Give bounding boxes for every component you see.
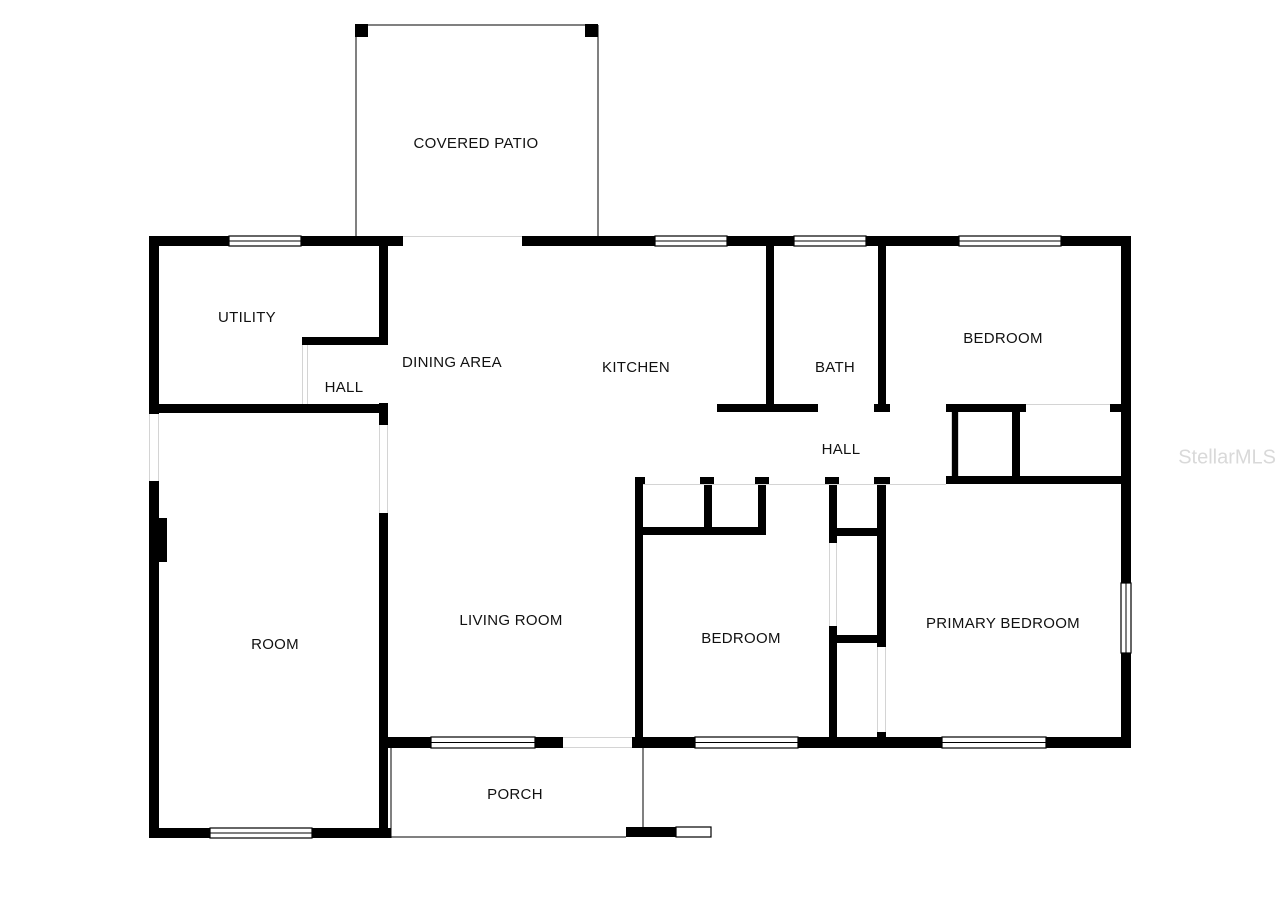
door-openings xyxy=(149,236,1110,748)
porch-outline xyxy=(390,748,712,838)
window-utility xyxy=(228,235,302,247)
label-bath: BATH xyxy=(815,359,855,376)
label-bedroom-top-right: BEDROOM xyxy=(963,330,1043,347)
label-hall-center: HALL xyxy=(822,441,861,458)
label-primary-bedroom: PRIMARY BEDROOM xyxy=(926,615,1080,632)
window-living xyxy=(430,736,536,749)
watermark-stellarmls: StellarMLS xyxy=(1178,446,1276,468)
label-covered-patio: COVERED PATIO xyxy=(413,135,538,152)
window-bath xyxy=(793,235,867,247)
label-room: ROOM xyxy=(251,636,299,653)
window-bedroom-middle xyxy=(694,736,799,749)
windows xyxy=(209,235,1132,839)
label-dining-area: DINING AREA xyxy=(402,354,502,371)
window-primary-side xyxy=(1120,582,1132,654)
window-kitchen xyxy=(654,235,728,247)
interior-walls xyxy=(149,245,1126,748)
label-bedroom-middle: BEDROOM xyxy=(701,630,781,647)
window-bedroom-top xyxy=(958,235,1062,247)
label-kitchen: KITCHEN xyxy=(602,359,670,376)
label-hall-small: HALL xyxy=(325,379,364,396)
label-living-room: LIVING ROOM xyxy=(459,612,562,629)
covered-patio-outline xyxy=(355,24,599,238)
room-labels: COVERED PATIO UTILITY HALL DINING AREA K… xyxy=(218,135,1080,803)
label-utility: UTILITY xyxy=(218,309,276,326)
window-primary-bottom xyxy=(941,736,1047,749)
label-porch: PORCH xyxy=(487,786,543,803)
window-room-bottom xyxy=(209,827,313,839)
